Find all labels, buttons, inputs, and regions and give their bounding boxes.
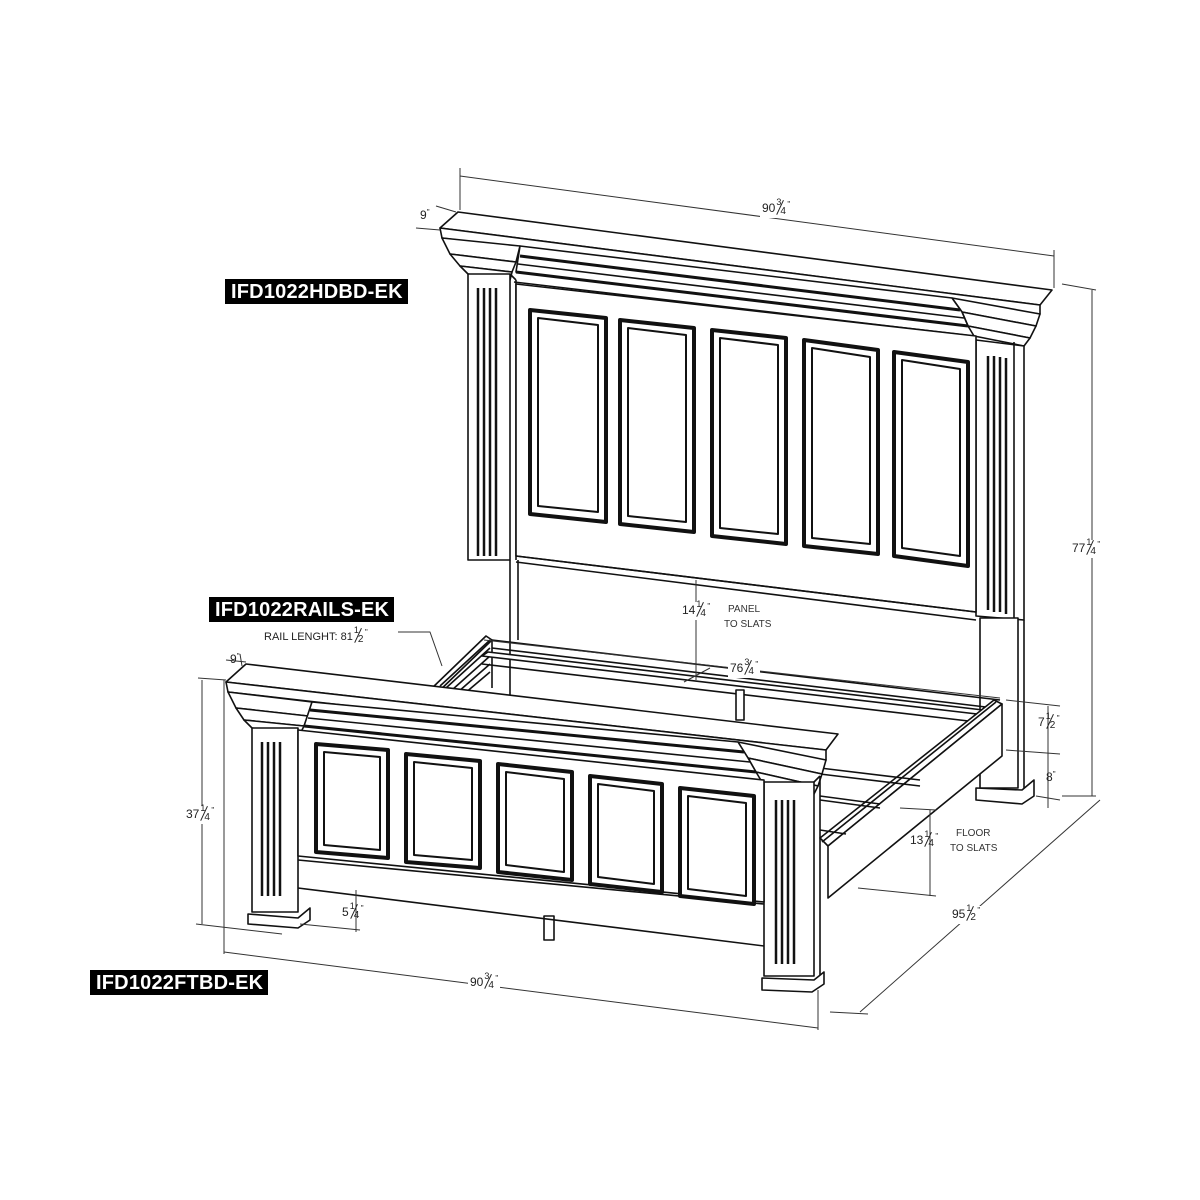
- rail-floor-gap-dimension: 8": [1046, 770, 1056, 784]
- footboard-depth-dimension: 9": [230, 652, 240, 666]
- headboard-part-label: IFD1022HDBD-EK: [225, 279, 408, 304]
- headboard-depth-dimension: 9": [420, 208, 430, 222]
- floor-to-slats-note: FLOOR TO SLATS: [950, 828, 998, 854]
- rails-part-label: IFD1022RAILS-EK: [209, 597, 395, 622]
- rail-length-text: RAIL LENGHT: 81: [264, 630, 353, 643]
- headboard-drawing: [439, 211, 1053, 805]
- footboard-part-label: IFD1022FTBD-EK: [90, 970, 269, 995]
- footboard-drawing: [225, 663, 839, 993]
- panel-to-slats-note: PANEL TO SLATS: [724, 604, 772, 630]
- rails-drawing: [429, 635, 1003, 941]
